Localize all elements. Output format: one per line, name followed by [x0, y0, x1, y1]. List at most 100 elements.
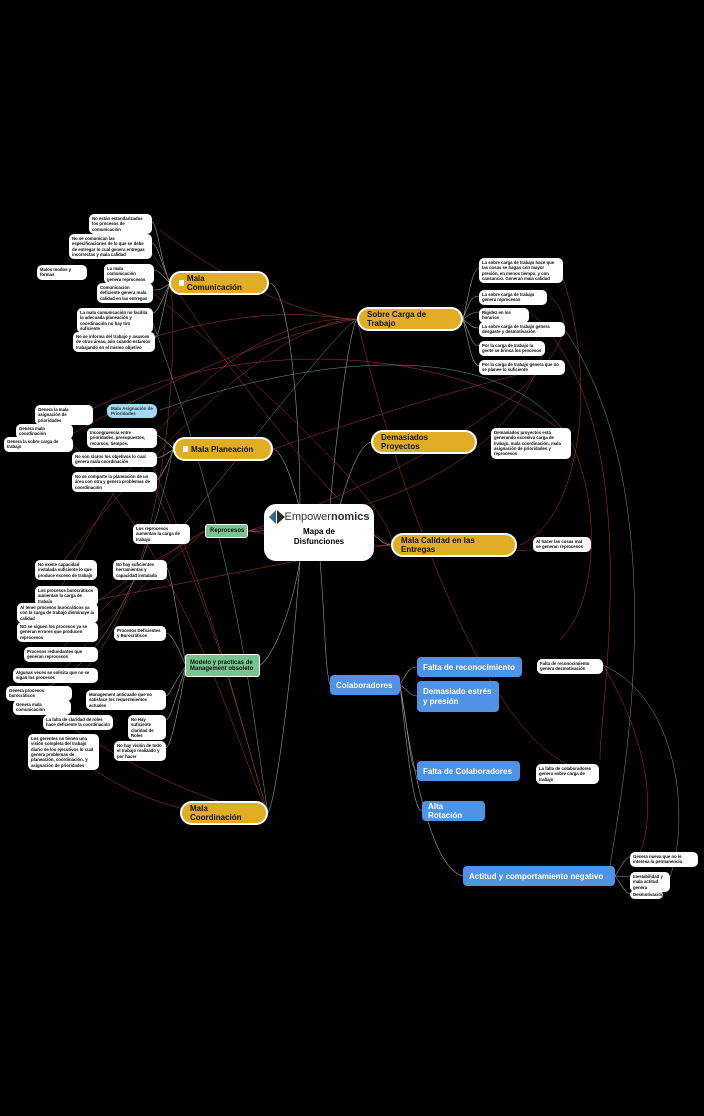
leaf-text: No son claros los objetivos lo cual gene…	[75, 454, 146, 465]
leaf-text: Management anticuado que no satisface lo…	[89, 692, 153, 708]
topic-actitud[interactable]: Actitud y comportamiento negativo	[463, 866, 615, 886]
topic-label: Mala Asignación de Prioridades	[111, 406, 153, 416]
topic-label: Modelo y practicas de Management obsolet…	[190, 659, 254, 672]
leaf-c3[interactable]: La mala comunicación genera reprocesos	[104, 264, 154, 285]
topic-falta-reconocimiento[interactable]: Falta de reconocimiento	[417, 657, 522, 677]
relationship-line	[179, 318, 358, 531]
leaf-text: Por la carga de trabajo genera que no se…	[482, 362, 559, 373]
topic-mala-calidad[interactable]: Mala Calidad en las Entregas	[391, 533, 517, 557]
leaf-text: No existe capacidad instalada suficiente…	[38, 562, 93, 578]
leaf-m2e[interactable]: Algunas veces se solicita que no se siga…	[13, 668, 98, 683]
leaf-s4[interactable]: La sobre carga de trabajo genera desgast…	[479, 322, 565, 337]
brand-suffix: nomics	[330, 511, 370, 523]
topic-modelo-management[interactable]: Modelo y practicas de Management obsolet…	[185, 654, 260, 677]
leaf-line	[153, 269, 171, 284]
topic-label: Colaboradores	[336, 680, 393, 690]
topic-label: Actitud y comportamiento negativo	[469, 871, 604, 881]
leaf-m3a[interactable]: Genera procesos burocráticos	[6, 686, 72, 701]
topic-sobre-carga[interactable]: Sobre Carga de Trabajo	[357, 307, 463, 331]
leaf-m2b[interactable]: Al tener procesos burocráticos ya con la…	[17, 603, 98, 624]
leaf-m2d[interactable]: Procesos redundantes que generan reproce…	[24, 647, 98, 662]
leaf-p-c[interactable]: Genera la sobre carga de trabajo	[4, 437, 73, 452]
leaf-s3[interactable]: Rigidez en los horarios	[479, 308, 529, 323]
topic-mala-planeacion[interactable]: Mala Planeación	[173, 437, 273, 461]
leaf-c3a[interactable]: Malos modos y formas	[37, 265, 87, 280]
leaf-text: Genera la sobre carga de trabajo	[7, 439, 59, 450]
leaf-s5[interactable]: Por la carga de trabajo la gente se brin…	[479, 341, 545, 356]
relationship-line	[149, 459, 269, 814]
central-topic[interactable]: Empowernomics Mapa de Disfunciones	[264, 504, 374, 561]
leaf-text: No Hay suficiente claridad de Roles	[131, 717, 154, 739]
topic-colaboradores[interactable]: Colaboradores	[330, 675, 400, 695]
leaf-c1[interactable]: No están estandarizados los procesos de …	[89, 214, 152, 235]
leaf-s2[interactable]: La sobre carga de trabajo genera reproce…	[479, 290, 547, 305]
leaf-m4[interactable]: No Hay suficiente claridad de Roles	[128, 715, 166, 741]
branch-line	[329, 318, 358, 506]
leaf-p-b[interactable]: Genera mala coordinación	[16, 424, 73, 439]
branch-line	[259, 559, 301, 666]
topic-falta-colaboradores[interactable]: Falta de Colaboradores	[417, 761, 520, 781]
leaf-q1[interactable]: Al hacer las cosas mal se generan reproc…	[533, 537, 591, 552]
leaf-c6[interactable]: No se informa del trabajo y avances de o…	[73, 332, 155, 353]
topic-mala-comunicacion[interactable]: Mala Comunicación	[169, 271, 269, 295]
leaf-text: Por la carga de trabajo la gente se brin…	[482, 343, 542, 354]
leaf-m3b[interactable]: Genera mala comunicación	[13, 700, 71, 715]
leaf-line	[462, 311, 480, 320]
leaf-m2[interactable]: Procesos Deficientes y Burocráticos	[114, 626, 166, 641]
leaf-text: Genera mala comunicación	[16, 702, 45, 713]
leaf-p-a[interactable]: Genera la mala asignación de prioridades	[35, 405, 93, 426]
topic-alta-rotacion[interactable]: Alta Rotación	[422, 801, 485, 821]
relationship-line	[149, 314, 269, 814]
leaf-f1[interactable]: Falta de reconocimiento genera desmotiva…	[537, 659, 603, 674]
leaf-s1[interactable]: La sobre carga de trabajo hace que las c…	[479, 258, 563, 284]
leaf-text: La sobre carga de trabajo genera desgast…	[482, 324, 550, 335]
leaf-text: Comunicación deficiente genera mala cali…	[100, 285, 148, 301]
topic-mala-asignacion[interactable]: Mala Asignación de Prioridades	[107, 404, 157, 418]
leaf-m2c[interactable]: NO se siguen los procesos ya se generan …	[17, 622, 98, 643]
leaf-text: La falta de claridad de roles hace defic…	[46, 717, 110, 728]
leaf-p1[interactable]: Incongruencia entre prioridades, presupu…	[87, 428, 157, 449]
leaf-m5a[interactable]: Los gerentes no tienen una visión comple…	[28, 734, 99, 771]
leaf-a3[interactable]: Desmotivación	[630, 890, 664, 900]
relationship-line	[149, 314, 358, 339]
leaf-c5[interactable]: La mala comunicación no facilita la adec…	[77, 308, 153, 334]
note-icon	[179, 280, 184, 286]
leaf-s6[interactable]: Por la carga de trabajo genera que no se…	[479, 360, 565, 375]
topic-reprocesos[interactable]: Reprocesos	[205, 524, 248, 538]
topic-demasiado-estres[interactable]: Demasiado estrés y presión	[417, 681, 499, 712]
leaf-text: No se comunican las especificaciones de …	[72, 236, 145, 258]
leaf-line	[152, 282, 171, 314]
leaf-m1[interactable]: No hay suficientes herramientas y capaci…	[113, 560, 167, 581]
topic-mala-coordinacion[interactable]: Mala Coordinación	[180, 801, 268, 825]
leaf-m1a[interactable]: No existe capacidad instalada suficiente…	[35, 560, 97, 581]
branch-line	[267, 559, 301, 814]
leaf-c4[interactable]: Comunicación deficiente genera mala cali…	[97, 283, 153, 304]
leaf-line	[462, 318, 480, 367]
note-icon	[183, 446, 188, 452]
leaf-line	[614, 875, 631, 895]
relationship-line	[564, 329, 635, 867]
leaf-text: Los gerentes no tienen una visión comple…	[31, 736, 94, 768]
leaf-m4a[interactable]: La falta de claridad de roles hace defic…	[43, 715, 113, 730]
leaf-r1[interactable]: Los reprocesos aumentan la carga de trab…	[133, 524, 190, 545]
leaf-line	[156, 434, 175, 450]
leaf-p2[interactable]: No son claros los objetivos lo cual gene…	[72, 452, 157, 467]
leaf-m5[interactable]: No hay visión de todo el trabajo realiza…	[114, 741, 166, 762]
topic-demasiados-proyectos[interactable]: Demasiados Proyectos	[371, 430, 477, 454]
leaf-p3[interactable]: No se comparte la planeación de un área …	[72, 472, 157, 493]
leaf-c2[interactable]: No se comunican las especificaciones de …	[69, 234, 152, 260]
leaf-fc1[interactable]: La falta de colaboradores genera sobre c…	[536, 764, 599, 785]
topic-label: Falta de Colaboradores	[423, 766, 512, 776]
leaf-a2[interactable]: Inestabilidad y mala actitud genera	[630, 872, 670, 893]
leaf-m3[interactable]: Management anticuado que no satisface lo…	[86, 690, 166, 711]
relationship-line	[559, 439, 592, 641]
leaf-text: La sobre carga de trabajo hace que las c…	[482, 260, 555, 282]
leaf-d1[interactable]: Demasiados proyectos está generando exce…	[491, 428, 571, 459]
topic-label: Reprocesos	[210, 528, 245, 534]
leaf-a1[interactable]: Genera nueva que no le interesa la perma…	[630, 852, 698, 867]
leaf-line	[151, 242, 171, 284]
brand-prefix: Empower	[284, 511, 331, 523]
leaf-text: La falta de colaboradores genera sobre c…	[539, 766, 592, 782]
leaf-m2a[interactable]: Los procesos burocráticos aumentan la ca…	[35, 586, 98, 607]
